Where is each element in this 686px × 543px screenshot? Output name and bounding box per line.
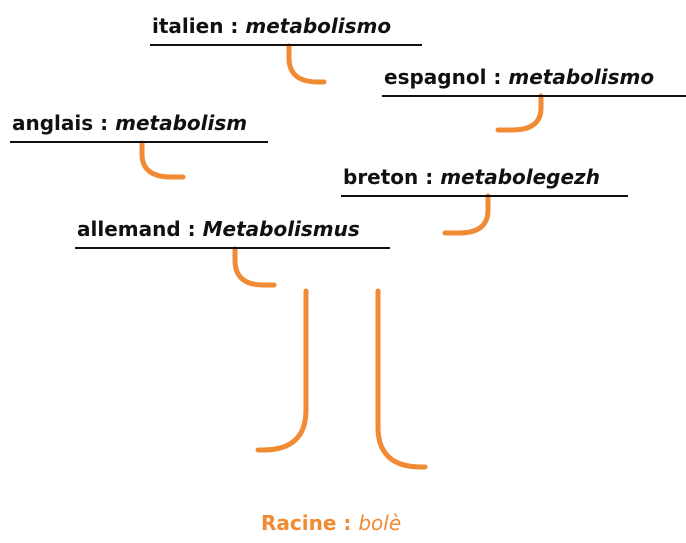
separator: : (93, 111, 116, 135)
term: metabolismo (245, 14, 392, 38)
term: metabolegezh (440, 165, 600, 189)
lang-name: breton (343, 165, 419, 189)
root-term: bolè (358, 511, 402, 535)
root-separator: : (336, 511, 359, 535)
underline-allemand (75, 247, 390, 249)
separator: : (486, 65, 509, 89)
word-espagnol: espagnol : metabolismo (384, 64, 654, 90)
lang-name: allemand (77, 217, 181, 241)
lang-name: italien (152, 14, 224, 38)
root-title: Racine (261, 511, 337, 535)
separator: : (180, 217, 203, 241)
connector-allemand (232, 246, 277, 288)
term: Metabolismus (202, 217, 360, 241)
connector-breton (442, 193, 491, 236)
underline-breton (341, 195, 628, 197)
word-italien: italien : metabolismo (152, 13, 391, 39)
lang-name: anglais (12, 111, 94, 135)
term: metabolismo (508, 65, 655, 89)
separator: : (418, 165, 441, 189)
lang-name: espagnol (384, 65, 487, 89)
trunk-right (375, 288, 428, 470)
connector-italien (286, 43, 327, 85)
word-allemand: allemand : Metabolismus (77, 216, 360, 242)
underline-espagnol (382, 95, 686, 97)
word-anglais: anglais : metabolism (12, 110, 247, 136)
connector-anglais (139, 140, 186, 180)
word-breton: breton : metabolegezh (343, 164, 600, 190)
root-label: Racine : bolè (261, 510, 401, 536)
underline-anglais (10, 141, 268, 143)
connector-espagnol (495, 93, 544, 133)
trunk-left (255, 288, 309, 453)
term: metabolism (115, 111, 248, 135)
underline-italien (150, 44, 422, 46)
separator: : (223, 14, 246, 38)
